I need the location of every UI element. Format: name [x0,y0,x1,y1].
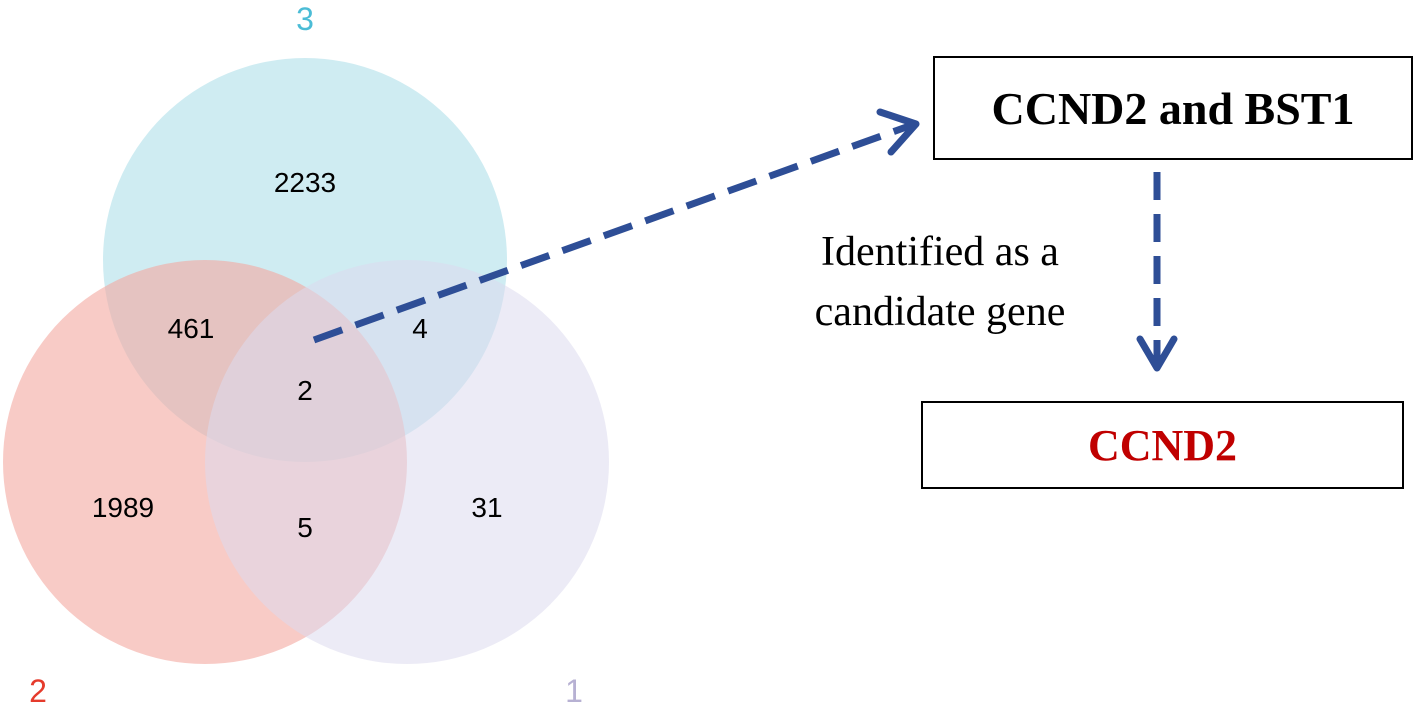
region-count-1-3: 4 [412,313,428,344]
region-count-2-3: 461 [168,313,215,344]
candidate-gene-annotation: Identified as a candidate gene [760,222,1120,342]
set-label-2: 2 [29,673,47,708]
annotation-line-1: Identified as a [821,229,1059,275]
gene-pair-label: CCND2 and BST1 [991,82,1355,134]
region-count-only-2: 1989 [92,492,154,523]
arrow-head-down-icon [1136,335,1178,372]
region-count-only-1: 31 [471,492,502,523]
set-label-3: 3 [296,1,314,37]
dashed-arrow-to-gene-box [312,121,914,344]
region-count-1-2: 5 [297,512,313,543]
candidate-gene-label: CCND2 [1087,420,1238,470]
annotation-line-2: candidate gene [814,289,1066,335]
candidate-gene-box: CCND2 [921,401,1404,489]
venn-circle-set-1 [205,260,609,664]
gene-pair-box: CCND2 and BST1 [933,56,1413,160]
arrow-head-icon [876,108,920,156]
region-count-1-2-3: 2 [297,375,313,406]
region-count-only-3: 2233 [274,167,336,198]
set-label-1: 1 [565,673,583,708]
